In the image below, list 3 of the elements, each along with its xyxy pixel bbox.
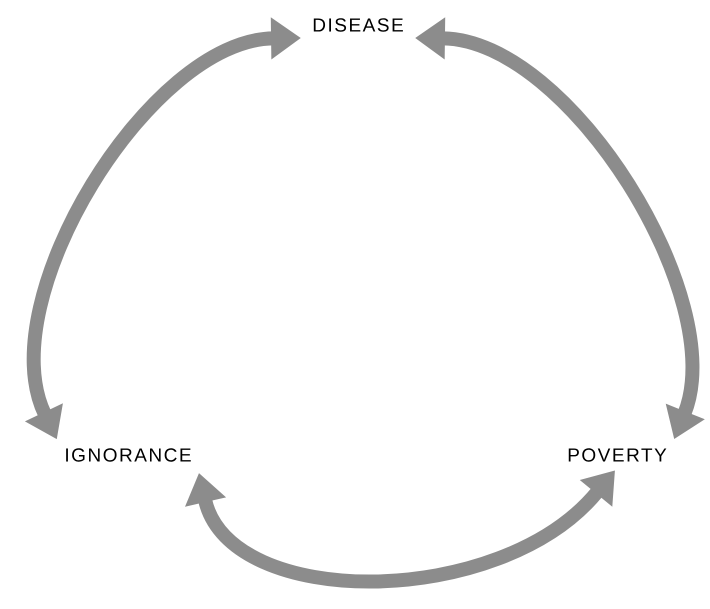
node-label: DISEASE <box>314 18 403 32</box>
node-label: IGNORANCE <box>66 448 191 462</box>
node-label: POVERTY <box>568 448 666 462</box>
